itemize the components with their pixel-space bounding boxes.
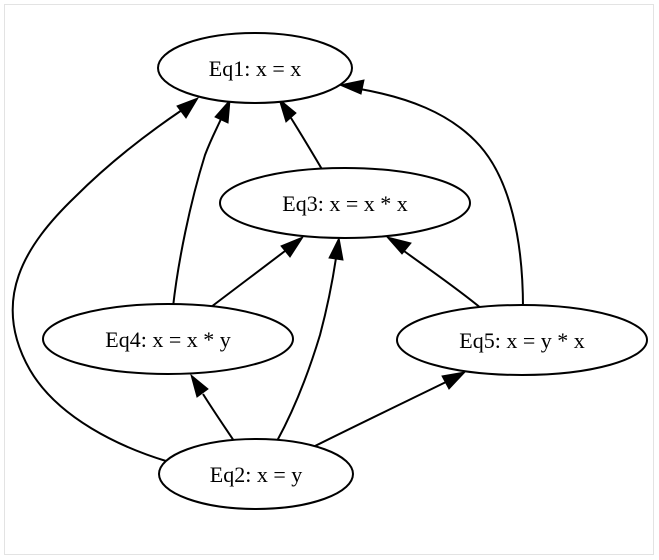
edge-eq5-eq3: [385, 236, 483, 310]
edge-eq4-eq1: [172, 98, 231, 308]
edge-eq2-eq1: [11, 97, 200, 462]
node-eq5-label: Eq5: x = y * x: [459, 328, 584, 353]
node-eq2[interactable]: Eq2: x = y: [158, 438, 354, 510]
edge-eq2-eq4: [190, 373, 235, 442]
node-eq3-label: Eq3: x = x * x: [282, 191, 407, 216]
edge-eq4-eq3: [210, 235, 305, 308]
edge-layer: [11, 79, 524, 462]
edge-eq2-eq5: [312, 371, 467, 448]
node-eq4[interactable]: Eq4: x = x * y: [42, 303, 294, 375]
node-eq4-label: Eq4: x = x * y: [105, 327, 230, 352]
node-eq1[interactable]: Eq1: x = x: [157, 32, 353, 104]
node-eq3[interactable]: Eq3: x = x * x: [219, 167, 471, 239]
node-eq5[interactable]: Eq5: x = y * x: [396, 304, 648, 376]
node-layer: Eq1: x = x Eq3: x = x * x Eq4: x = x * y…: [42, 32, 648, 510]
edge-eq5-eq1: [338, 79, 524, 309]
node-eq2-label: Eq2: x = y: [210, 462, 302, 487]
edge-eq2-eq3: [276, 236, 344, 442]
node-eq1-label: Eq1: x = x: [209, 56, 301, 81]
edge-eq3-eq1: [278, 97, 324, 172]
